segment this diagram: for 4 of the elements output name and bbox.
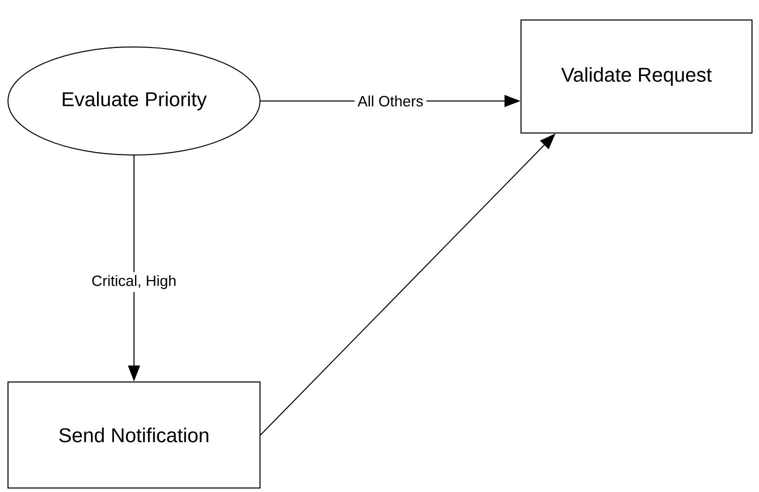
edge-label: Critical, High <box>88 272 180 292</box>
edge-label: All Others <box>354 92 426 110</box>
process-box: Validate Request <box>520 20 752 134</box>
process-box: Send Notification <box>8 382 260 488</box>
